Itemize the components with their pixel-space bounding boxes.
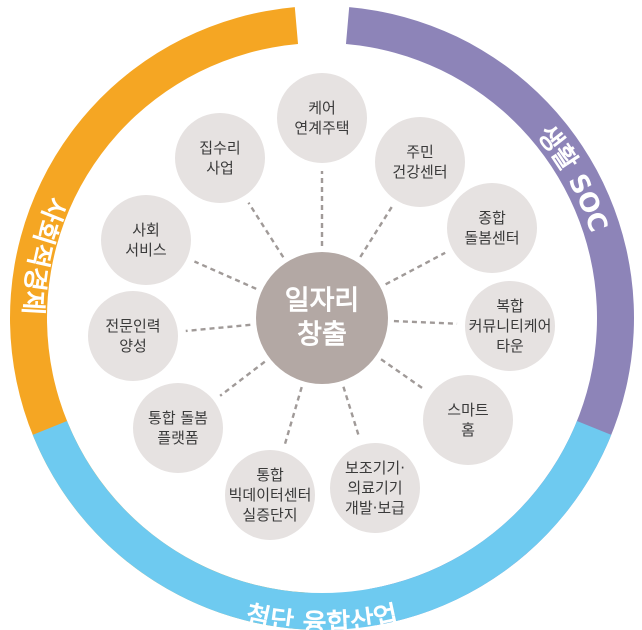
connector-integrated-care-center xyxy=(385,251,446,286)
node-circle xyxy=(330,443,420,533)
node-label-line: 집수리 xyxy=(199,139,240,157)
node-label-line: 빅데이터센터 xyxy=(229,486,312,504)
node-label-line: 커뮤니티케어 xyxy=(469,317,552,335)
node-label-line: 개발·보급 xyxy=(345,499,405,517)
node-label-line: 사회 xyxy=(132,221,160,239)
node-label-line: 홈 xyxy=(461,421,475,439)
ring-label-social-economy: 사회적경제 xyxy=(17,193,72,316)
node-circle xyxy=(133,383,223,473)
node-circle xyxy=(101,195,191,285)
node-circle xyxy=(447,183,537,273)
connector-community-care-town xyxy=(393,319,458,325)
node-label-line: 서비스 xyxy=(125,241,167,259)
connector-social-service xyxy=(193,260,257,290)
node-circle xyxy=(277,73,367,163)
node-label-line: 주민 xyxy=(406,143,434,161)
node-label-line: 복합 xyxy=(496,297,524,315)
ring-segment-advanced-industry xyxy=(32,421,612,630)
node-circle xyxy=(175,113,265,203)
node-label-line: 통합 xyxy=(256,466,284,484)
node-label-line: 실증단지 xyxy=(242,506,297,524)
node-label-line: 스마트 xyxy=(447,401,489,419)
node-label-line: 플랫폼 xyxy=(157,429,198,447)
node-label-line: 보조기기· xyxy=(345,459,405,477)
connector-smart-home xyxy=(380,358,426,391)
node-circle xyxy=(465,281,555,371)
connector-house-repair xyxy=(247,202,285,258)
connector-resident-health-center xyxy=(359,206,393,258)
node-label-line: 타운 xyxy=(496,337,524,355)
node-circle xyxy=(225,450,315,540)
node-circle xyxy=(423,375,513,465)
node-label-line: 의료기기 xyxy=(347,479,402,497)
node-label-line: 통합 돌봄 xyxy=(148,409,208,427)
connector-bigdata-demo-complex xyxy=(283,386,303,445)
node-label-line: 전문인력 xyxy=(105,317,160,335)
connector-assistive-device-dev xyxy=(342,386,361,438)
node-label-line: 케어 xyxy=(308,99,336,117)
node-label-line: 건강센터 xyxy=(392,163,447,181)
node-label-line: 사업 xyxy=(206,159,234,177)
node-label-line: 양성 xyxy=(119,337,147,355)
node-label-line: 돌봄센터 xyxy=(464,229,519,247)
center-label-line: 창출 xyxy=(297,320,347,351)
connector-expert-training xyxy=(185,323,251,333)
node-label-line: 연계주택 xyxy=(294,119,349,137)
connector-integrated-care-platform xyxy=(219,360,266,397)
node-circle xyxy=(88,291,178,381)
center-circle xyxy=(256,252,388,384)
center-label-line: 일자리 xyxy=(285,286,360,317)
node-circle xyxy=(375,117,465,207)
node-label-line: 종합 xyxy=(478,209,506,227)
